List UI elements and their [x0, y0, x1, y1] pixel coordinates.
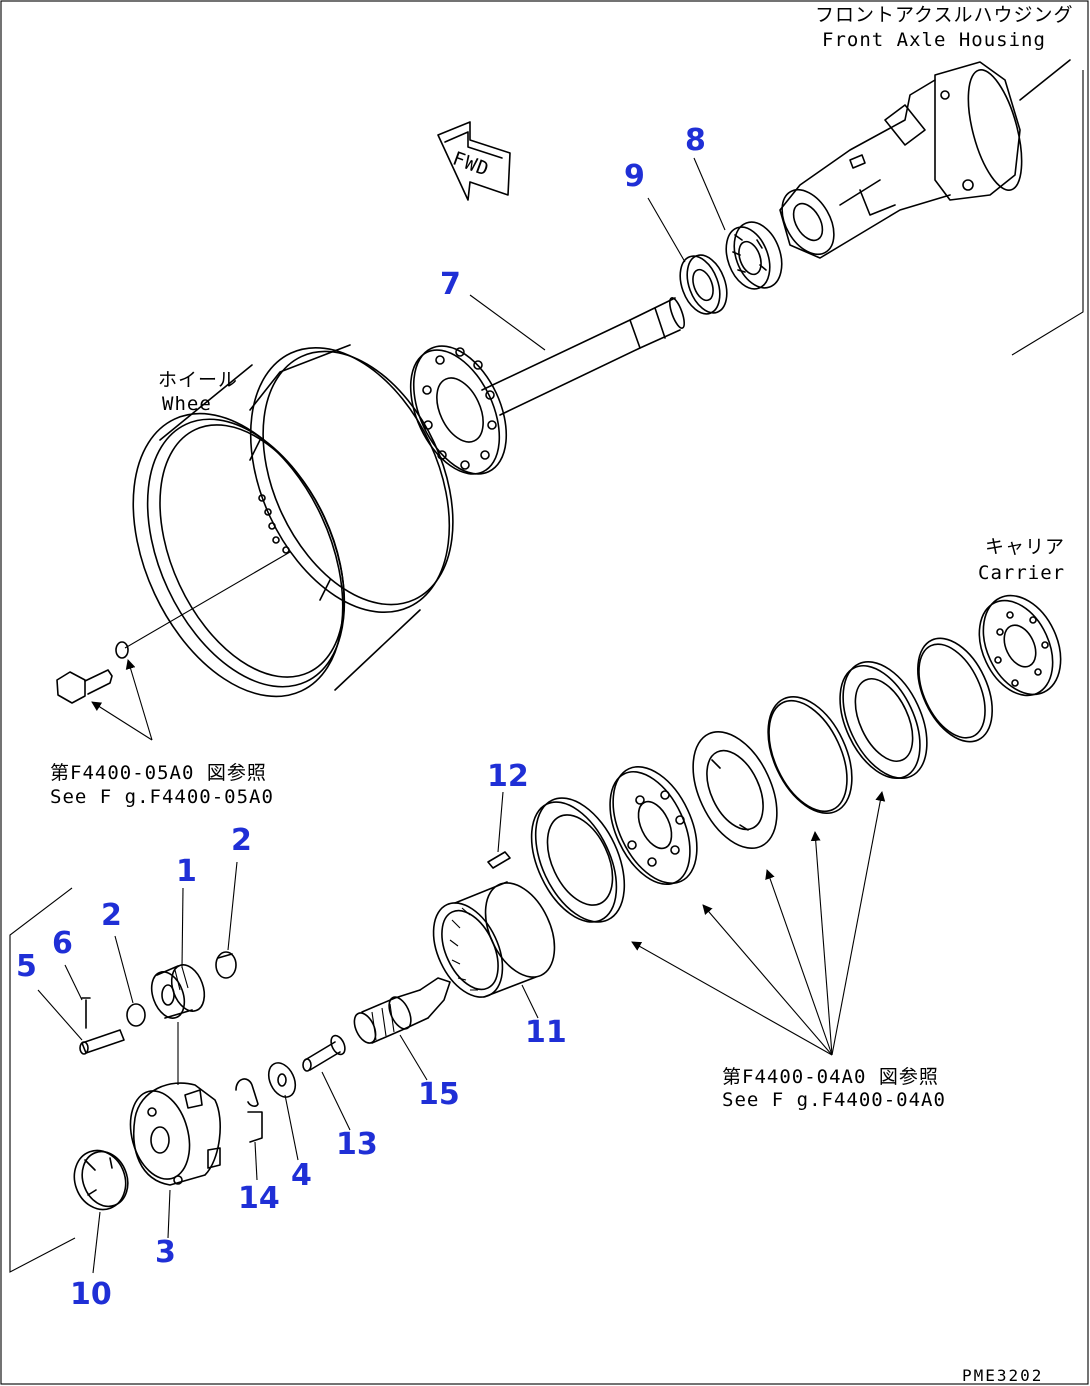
o-ring — [767, 695, 853, 815]
leader-lines — [37, 157, 726, 1274]
part-13-spacer — [302, 1034, 346, 1072]
part-2-needle-bearing-a — [215, 951, 237, 979]
part-number-2-left: 2 — [101, 898, 122, 933]
part-11-ring-gear — [432, 881, 556, 998]
steel-plate — [692, 730, 778, 850]
part-number-4: 4 — [291, 1158, 312, 1193]
part-number-14: 14 — [238, 1181, 280, 1216]
part-14-snap-ring — [235, 1078, 263, 1143]
part-number-11: 11 — [525, 1015, 567, 1050]
carrier — [978, 594, 1062, 697]
see-fig-04a0-en: See F g.F4400-04A0 — [722, 1089, 946, 1111]
front-axle-housing-drawing — [779, 59, 1071, 259]
part-3-planet-carrier — [129, 1022, 221, 1186]
see-fig-04a0-jp: 第F4400-04A0 図参照 — [722, 1066, 939, 1088]
friction-disc — [609, 765, 698, 886]
drawing-code: PME3202 — [962, 1366, 1043, 1385]
part-number-6: 6 — [52, 926, 73, 961]
part-number-10: 10 — [70, 1277, 112, 1312]
part-number-9: 9 — [624, 159, 645, 194]
wheel-bolt-and-washer — [56, 641, 129, 704]
wheel-label-en: Whee — [162, 393, 212, 415]
part-number-12: 12 — [487, 759, 529, 794]
carrier-label-jp: キャリア — [985, 536, 1065, 558]
piston-ring — [839, 660, 928, 780]
part-4-thrust-washer — [267, 1062, 297, 1098]
carrier-label-en: Carrier — [978, 562, 1065, 584]
part-8-bearing — [725, 221, 783, 290]
reference-arrows-05a0 — [91, 659, 153, 741]
part-number-13: 13 — [336, 1127, 378, 1162]
part-number-7: 7 — [440, 267, 461, 302]
part-12-pin — [487, 851, 511, 869]
end-plate — [530, 797, 626, 923]
part-number-1: 1 — [176, 854, 197, 889]
part-2-needle-bearing-b — [126, 1003, 146, 1027]
wheel-label-jp: ホイール — [158, 369, 238, 391]
part-5-planet-shaft — [79, 1029, 125, 1055]
part-6-lock-pin — [81, 997, 91, 1029]
see-fig-05a0-jp: 第F4400-05A0 図参照 — [50, 762, 267, 784]
part-number-15: 15 — [418, 1077, 460, 1112]
part-number-5: 5 — [16, 949, 37, 984]
part-10-bearing — [73, 1149, 129, 1211]
see-fig-05a0-en: See F g.F4400-05A0 — [50, 786, 274, 808]
front-axle-housing-label-en: Front Axle Housing — [822, 29, 1046, 51]
part-number-3: 3 — [155, 1235, 176, 1270]
retaining-ring — [917, 637, 993, 743]
part-1-planetary-gear — [150, 964, 206, 1019]
housing-bracket-line — [1011, 70, 1084, 356]
part-7-axle-shaft — [409, 297, 686, 475]
left-bracket-line — [9, 887, 76, 1273]
part-15-sun-gear — [353, 977, 451, 1044]
part-9-seal — [679, 254, 728, 315]
fwd-direction-arrow: FWD — [437, 121, 511, 201]
part-number-2-right: 2 — [231, 823, 252, 858]
front-axle-housing-label-jp: フロントアクスルハウジング — [815, 4, 1073, 26]
reference-arrows-04a0 — [631, 791, 886, 1056]
wheel-rim — [124, 344, 454, 698]
part-number-8: 8 — [685, 123, 706, 158]
